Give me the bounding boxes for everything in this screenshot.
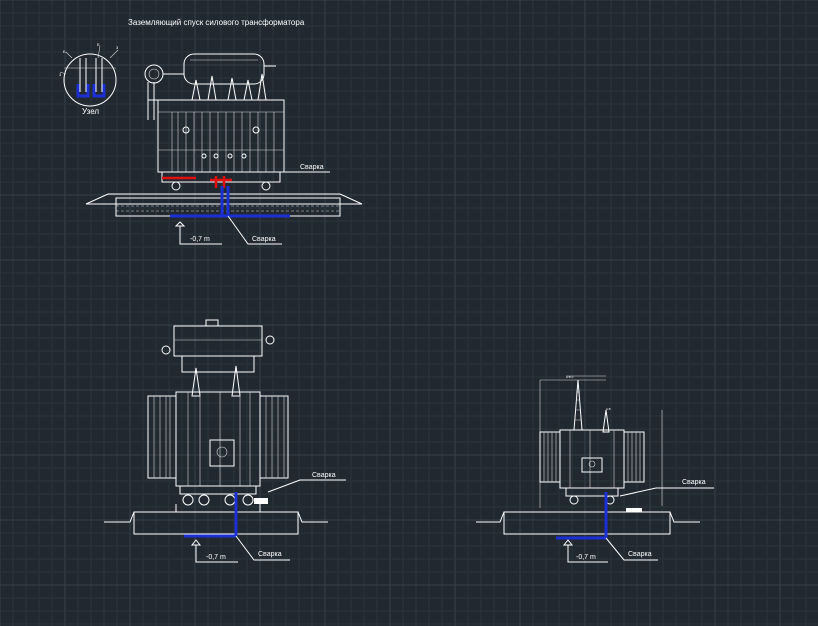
depth-label-top: -0,7 m: [190, 236, 210, 243]
svg-text:3: 3: [116, 45, 119, 50]
svg-text:A B C: A B C: [566, 375, 575, 379]
node-detail: Б 3 Б 3 Узел: [59, 42, 119, 116]
depth-label-end: -0,7 m: [576, 554, 596, 561]
weld-label-end: Сварка: [682, 479, 706, 486]
weld-label-front-foundation: Сварка: [258, 551, 282, 558]
weld-label-front: Сварка: [312, 472, 336, 479]
svg-text:Б: Б: [63, 49, 66, 54]
svg-text:Б: Б: [97, 42, 100, 47]
node-label: Узел: [82, 107, 99, 116]
drawing-title: Заземляющий спуск силового трансформатор…: [128, 18, 305, 27]
transformer-side-view: Сварка Сварка -0,7 m: [85, 53, 363, 245]
svg-text:A B: A B: [606, 407, 611, 411]
transformer-front-view: Сварка Сварка -0,7 m: [104, 319, 346, 563]
svg-text:3: 3: [59, 72, 62, 77]
transformer-end-view: A B C A B Сварка Сварка -0,7 m: [476, 375, 714, 563]
depth-label-front: -0,7 m: [206, 554, 226, 561]
weld-label-foundation-top: Сварка: [252, 236, 276, 243]
weld-label-top: Сварка: [300, 164, 324, 171]
weld-label-end-foundation: Сварка: [628, 551, 652, 558]
